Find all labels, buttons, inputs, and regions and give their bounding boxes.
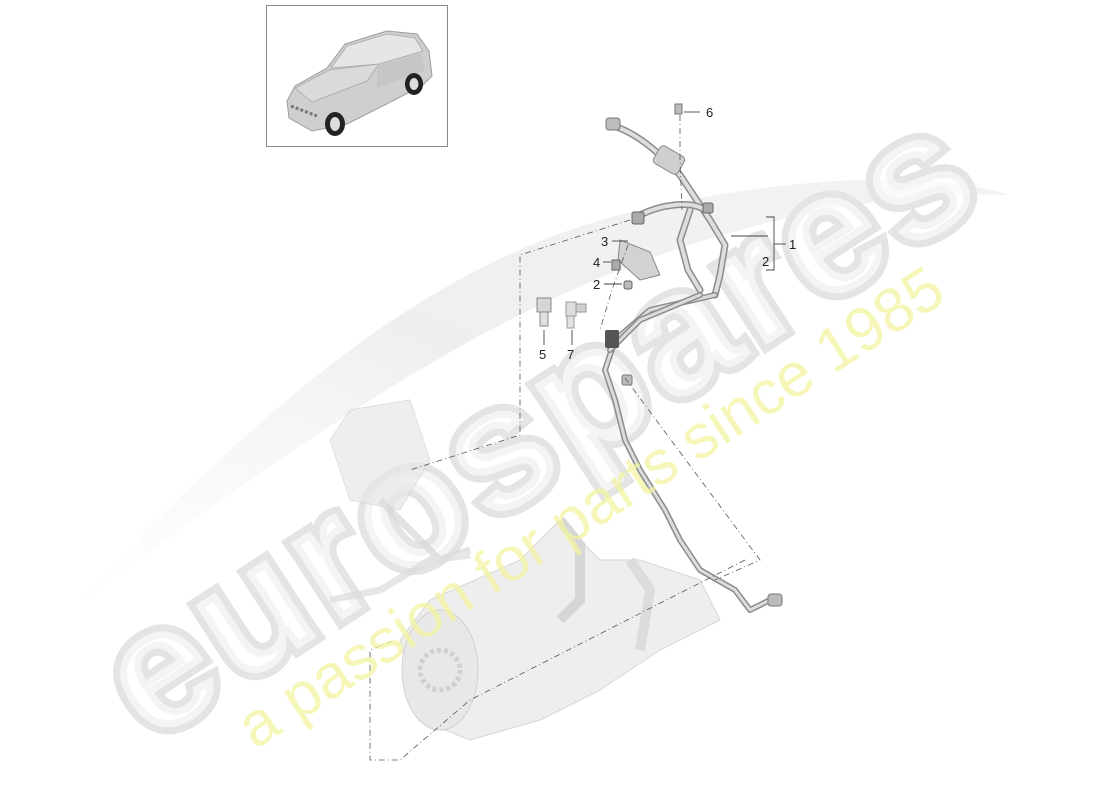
bracket-part-3 bbox=[617, 239, 661, 281]
callout-3[interactable]: 3 bbox=[601, 234, 609, 249]
callout-6[interactable]: 6 bbox=[706, 105, 714, 120]
engine-cover bbox=[329, 399, 472, 604]
sensor-part-5 bbox=[536, 297, 552, 327]
callout-7[interactable]: 7 bbox=[567, 347, 575, 362]
bolt-part-4 bbox=[611, 259, 621, 271]
intake-manifold bbox=[399, 516, 721, 741]
watermark-swoosh bbox=[70, 179, 1010, 610]
sensor-part-7 bbox=[565, 301, 587, 329]
vehicle-thumbnail bbox=[266, 5, 448, 147]
small-parts bbox=[536, 103, 683, 329]
callout-leaders bbox=[543, 111, 786, 345]
assembly-guide-lines bbox=[369, 115, 761, 761]
bolt-part-6 bbox=[674, 103, 683, 115]
callout-1[interactable]: 1 bbox=[789, 237, 797, 252]
callout-4[interactable]: 4 bbox=[593, 255, 601, 270]
callout-2-nut[interactable]: 2 bbox=[593, 277, 601, 292]
nut-part-2 bbox=[623, 280, 633, 290]
watermark-tagline: a passion for parts since 1985 bbox=[225, 253, 956, 761]
car-icon bbox=[286, 30, 433, 136]
callout-2-assembly[interactable]: 2 bbox=[762, 254, 770, 269]
vent-line-assembly bbox=[602, 117, 783, 613]
callout-5[interactable]: 5 bbox=[539, 347, 547, 362]
